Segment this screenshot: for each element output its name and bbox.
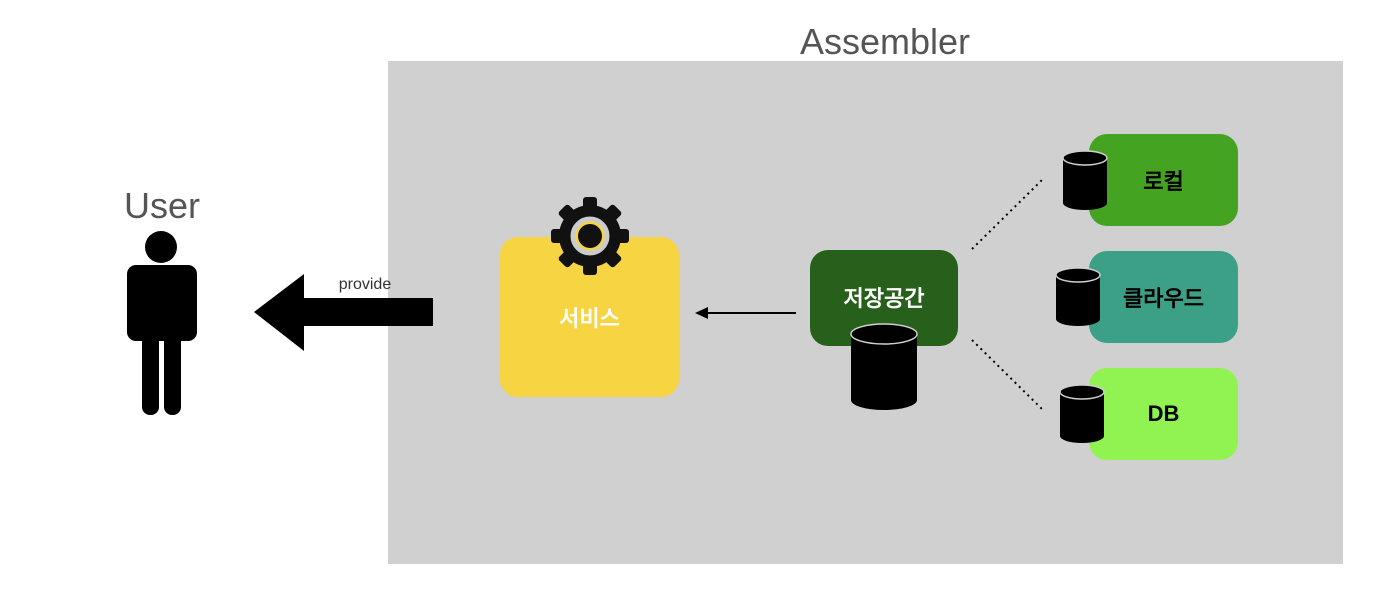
service-box: 서비스 <box>500 237 679 397</box>
local-storage-box: 로컬 <box>1089 134 1238 226</box>
cloud-label: 클라우드 <box>1123 286 1204 311</box>
connector-local <box>971 177 1045 250</box>
service-label: 서비스 <box>559 306 620 331</box>
storage-box: 저장공간 <box>810 250 958 346</box>
db-storage-box: DB <box>1089 368 1238 460</box>
user-label: User <box>123 185 200 226</box>
provide-label: provide <box>338 276 392 293</box>
local-label: 로컬 <box>1143 169 1184 194</box>
storage-label: 저장공간 <box>843 286 925 311</box>
storage-to-service-arrow <box>695 307 796 319</box>
provide-arrow <box>254 274 433 351</box>
cloud-storage-box: 클라우드 <box>1089 251 1238 343</box>
connector-db <box>971 339 1045 412</box>
person-icon <box>127 231 197 415</box>
db-label: DB <box>1147 401 1180 426</box>
assembler-title: Assembler <box>799 21 971 62</box>
